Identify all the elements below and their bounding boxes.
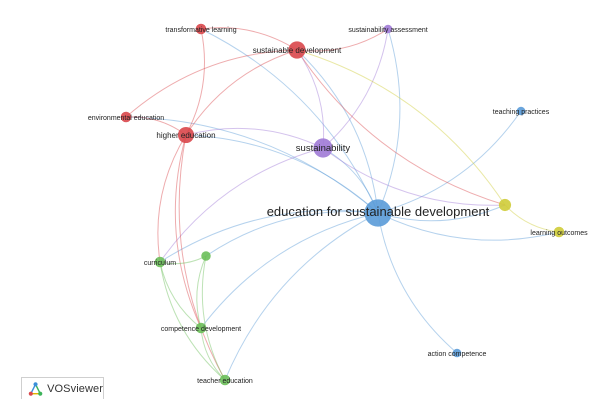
edge-sd-tl (200, 27, 298, 51)
edge-yl-lo (504, 204, 560, 233)
node-sust[interactable] (313, 138, 333, 158)
node-label-sa: sustainability assessment (348, 27, 427, 34)
node-label-tp: teaching practices (493, 109, 550, 116)
edge-esd-cur (159, 209, 379, 263)
node-label-he: higher education (156, 131, 215, 140)
vosviewer-badge[interactable]: VOSviewer (21, 377, 104, 399)
edge-gmid-cd (196, 255, 207, 329)
edge-esd-te (224, 212, 379, 381)
node-label-esd: education for sustainable development (267, 204, 490, 219)
edge-sust-yl (322, 147, 506, 206)
edge-cur-cd (159, 261, 202, 329)
node-sd[interactable] (288, 41, 306, 59)
edge-sust-sd (296, 49, 325, 149)
edge-yl-sd (296, 49, 506, 206)
vosviewer-label: VOSviewer (47, 382, 103, 395)
labels-layer: education for sustainable development sus… (88, 27, 588, 385)
edge-he-tl (185, 28, 205, 136)
edge-he-cd (174, 134, 202, 329)
edge-sust-he (185, 127, 324, 149)
node-label-te: teacher education (197, 378, 253, 385)
node-label-cd: competence development (161, 326, 241, 333)
node-tp[interactable] (516, 106, 526, 116)
edge-esd-yl (377, 204, 506, 222)
node-label-sd: sustainable development (253, 46, 342, 55)
edge-he-te (178, 134, 226, 381)
node-lo[interactable] (553, 226, 565, 238)
node-esd[interactable] (364, 199, 392, 227)
edges-layer (125, 27, 560, 381)
node-yl[interactable] (498, 198, 512, 212)
vosviewer-logo-icon (28, 381, 43, 396)
node-ac[interactable] (452, 348, 462, 358)
edge-he-cur (157, 134, 187, 263)
edge-sust-sa (322, 28, 389, 149)
node-label-ee: environmental education (88, 115, 164, 122)
node-cd[interactable] (195, 322, 207, 334)
edge-cur-te (159, 261, 226, 381)
edge-esd-sd (296, 49, 379, 214)
edge-gmid-te (201, 255, 226, 381)
edge-sd-ee (125, 49, 298, 118)
edge-sd-he (185, 49, 298, 136)
node-label-lo: learning outcomes (530, 230, 588, 237)
edge-sd-sa (296, 28, 389, 52)
node-cur[interactable] (154, 256, 166, 268)
edge-esd-tp (377, 110, 522, 214)
edge-sd-yl (296, 49, 506, 206)
node-te[interactable] (219, 374, 231, 386)
node-tl[interactable] (195, 23, 207, 35)
edge-esd-tl (200, 28, 379, 214)
node-sa[interactable] (383, 24, 393, 34)
edge-esd-ee (125, 116, 379, 214)
node-label-sust: sustainability (296, 143, 351, 154)
edge-esd-sa (377, 28, 401, 214)
edge-esd-cd (200, 212, 379, 329)
node-he[interactable] (177, 126, 195, 144)
node-label-ac: action competence (428, 351, 487, 358)
node-label-tl: transformative learning (165, 27, 236, 34)
edge-esd-he (185, 134, 379, 214)
edge-esd-gmid (205, 211, 379, 257)
edge-esd-ac (377, 212, 458, 354)
edge-sust-cur (159, 147, 324, 263)
node-ee[interactable] (120, 111, 132, 123)
nodes-layer (120, 23, 565, 386)
node-gmid[interactable] (201, 251, 211, 261)
node-label-cur: curriculum (144, 260, 176, 267)
edge-esd-lo (377, 212, 560, 241)
